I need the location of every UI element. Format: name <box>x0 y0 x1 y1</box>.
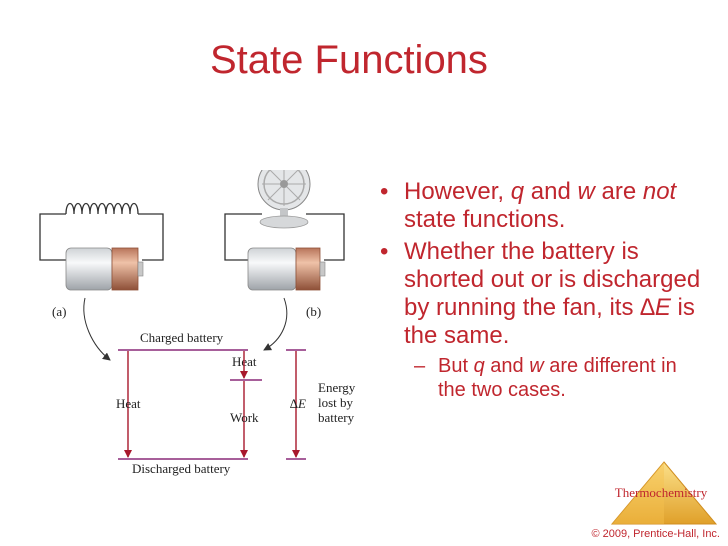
copyright-text: © 2009, Prentice-Hall, Inc. <box>591 528 720 540</box>
pointer-arrow-b <box>263 297 288 351</box>
slide-title: State Functions <box>210 38 488 82</box>
energy-label-line: Energy <box>318 380 356 395</box>
bullet-text: Whether the battery is shorted out or is… <box>404 238 701 321</box>
battery-energy-diagram: (a) (b) Charged battery Discharged batte… <box>39 170 356 476</box>
discharged-battery-label: Discharged battery <box>132 461 231 476</box>
bullet-text: q <box>510 178 525 205</box>
bullet-text: and <box>484 355 530 377</box>
circuit-b <box>224 170 345 291</box>
fan-icon <box>257 170 311 229</box>
bullet-text: w <box>529 355 544 377</box>
label-b: (b) <box>306 304 321 319</box>
pointer-arrow-a <box>83 297 111 361</box>
energy-label-line: lost by <box>318 395 354 410</box>
delta-e-label: ∆E <box>290 396 306 411</box>
bullet-text: is the same. <box>404 294 695 349</box>
bullet-item: However, q and w are not state functions… <box>380 178 710 234</box>
bullet-text: w <box>577 178 595 205</box>
bullet-text: But <box>438 355 474 377</box>
bullet-text: not <box>642 178 677 205</box>
energy-label-line: battery <box>318 410 355 425</box>
bullet-text: are <box>594 178 643 205</box>
circuit-a <box>39 202 164 291</box>
work-label: Work <box>230 410 259 425</box>
charged-battery-label: Charged battery <box>140 330 224 345</box>
heat-label-left: Heat <box>116 396 141 411</box>
bullet-list: However, q and w are not state functions… <box>380 178 710 402</box>
battery-icon <box>65 247 144 291</box>
bullet-text: state functions. <box>404 206 566 233</box>
thermochemistry-triangle-logo <box>610 461 718 525</box>
battery-icon <box>247 247 326 291</box>
heating-coil-icon <box>65 202 139 215</box>
sub-bullet-item: But q and w are different in the two cas… <box>380 354 710 402</box>
bullet-text: and <box>524 178 578 205</box>
label-a: (a) <box>52 304 66 319</box>
logo-label: Thermochemistry <box>614 485 708 500</box>
bullet-text: q <box>473 355 485 377</box>
bullet-text: However, <box>404 178 511 205</box>
bullet-text: are different in the two cases. <box>438 355 677 401</box>
bullet-text: ∆E <box>640 294 671 321</box>
bullet-item: Whether the battery is shorted out or is… <box>380 238 710 350</box>
